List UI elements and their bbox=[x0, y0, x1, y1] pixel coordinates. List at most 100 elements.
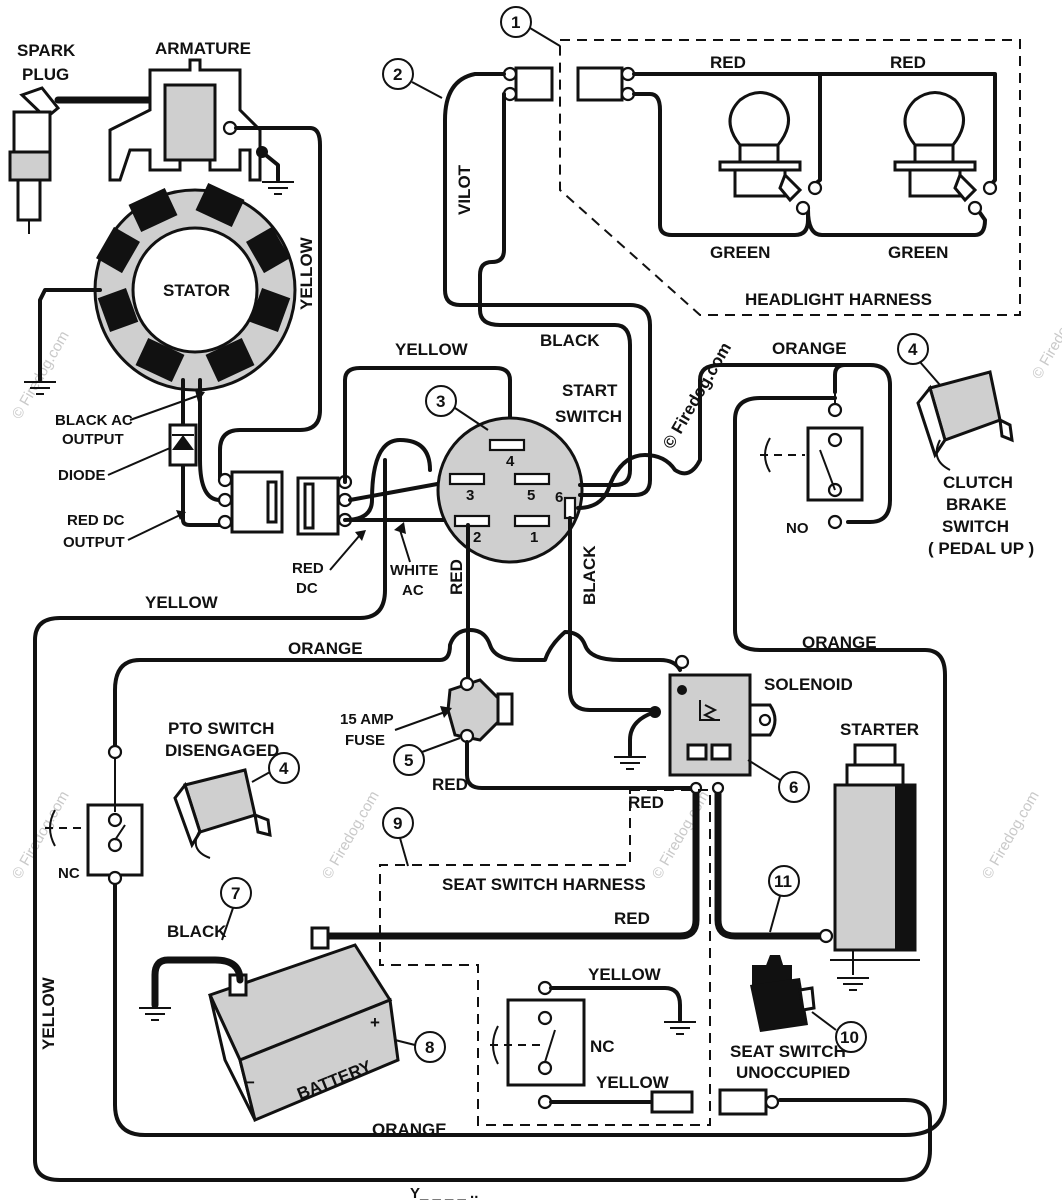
callout-7 bbox=[220, 877, 252, 941]
yellow-stator-label: YELLOW bbox=[297, 236, 316, 310]
black-vertical-label: BLACK bbox=[580, 545, 599, 605]
headlight-harness-boundary bbox=[559, 39, 1021, 316]
seat-unoccupied-label-1: SEAT SWITCH bbox=[730, 1042, 846, 1061]
yellow-seat-label-1: YELLOW bbox=[588, 965, 662, 984]
yellow-switch-wire bbox=[343, 366, 512, 484]
seat-switch bbox=[750, 955, 816, 1032]
black-ac-output-label-1: BLACK AC bbox=[55, 412, 133, 429]
ground-symbol bbox=[139, 1007, 171, 1021]
callout-6-label: 6 bbox=[789, 778, 798, 797]
battery bbox=[207, 943, 400, 1123]
callout-9-label: 9 bbox=[393, 814, 402, 833]
start-switch-label-2: SWITCH bbox=[555, 407, 622, 426]
orange-top-label: ORANGE bbox=[772, 339, 847, 358]
stator-output-wires bbox=[181, 378, 222, 527]
pto-label-1: PTO SWITCH bbox=[168, 719, 274, 738]
nc-seat-label: NC bbox=[590, 1037, 615, 1056]
battery-minus: − bbox=[245, 1073, 255, 1092]
ground-symbol bbox=[614, 756, 646, 770]
clutch-brake-switch bbox=[916, 370, 1014, 471]
orange-mid-label: ORANGE bbox=[288, 639, 363, 658]
headlight-connector bbox=[514, 66, 624, 102]
no-label: NO bbox=[786, 520, 809, 537]
fuse-15amp bbox=[446, 678, 514, 742]
orange-bottom-label: ORANGE bbox=[372, 1120, 447, 1139]
headlight-bulb-2 bbox=[893, 91, 978, 203]
start-switch bbox=[436, 416, 584, 564]
headlight-bulb-1 bbox=[718, 91, 803, 203]
watermark-main: © Firedog.com bbox=[659, 339, 735, 452]
callout-10-label: 10 bbox=[840, 1028, 859, 1047]
seat-yellow-ground-wire bbox=[549, 986, 682, 1022]
red-battery-label: RED bbox=[614, 909, 650, 928]
fuse-label-2: FUSE bbox=[345, 732, 385, 749]
watermark-2: © Firedog.com bbox=[319, 788, 383, 882]
yellow-left-label: YELLOW bbox=[145, 593, 219, 612]
callout-7-label: 7 bbox=[231, 884, 240, 903]
callout-11 bbox=[768, 865, 800, 933]
red-dc-output-label-2: OUTPUT bbox=[63, 534, 125, 551]
callout-4b-label: 4 bbox=[279, 759, 289, 778]
callout-2 bbox=[382, 58, 443, 99]
yellow-main-loop bbox=[33, 458, 932, 1182]
callout-10 bbox=[811, 1011, 867, 1053]
vilot-wire bbox=[443, 72, 652, 497]
callout-9 bbox=[382, 807, 414, 867]
callout-2-label: 2 bbox=[393, 65, 402, 84]
callout-4b bbox=[251, 752, 300, 784]
pto-label-2: DISENGAGED bbox=[165, 741, 279, 760]
switch-terminal-2: 2 bbox=[473, 529, 481, 546]
battery-plus: + bbox=[370, 1013, 380, 1032]
ground-symbol bbox=[24, 381, 56, 395]
black-battery-label: BLACK bbox=[167, 922, 227, 941]
clutch-label-2: BRAKE bbox=[946, 495, 1006, 514]
callout-4a bbox=[897, 333, 941, 386]
seat-harness-label: SEAT SWITCH HARNESS bbox=[442, 875, 646, 894]
callout-1-label: 1 bbox=[511, 13, 520, 32]
diode-label: DIODE bbox=[58, 467, 106, 484]
black-solenoid-wire bbox=[568, 516, 652, 712]
starter-motor bbox=[830, 743, 920, 961]
orange-top-wire bbox=[576, 363, 892, 524]
pto-switch bbox=[173, 768, 272, 859]
red-head-label-2: RED bbox=[890, 53, 926, 72]
black-top-wire bbox=[478, 92, 632, 487]
green-label-2: GREEN bbox=[888, 243, 948, 262]
callout-8 bbox=[394, 1031, 446, 1063]
battery-red-cable bbox=[321, 786, 700, 940]
armature bbox=[108, 58, 262, 182]
ground-symbol bbox=[262, 181, 294, 195]
red-vertical-label: RED bbox=[447, 559, 466, 595]
callout-5 bbox=[393, 737, 461, 776]
black-ac-output-label-2: OUTPUT bbox=[62, 431, 124, 448]
watermark-6: © Firedog.com bbox=[1029, 288, 1062, 382]
red-dc-label-1: RED bbox=[292, 560, 324, 577]
callout-6 bbox=[747, 759, 810, 803]
callout-4a-label: 4 bbox=[908, 340, 918, 359]
clutch-label-1: CLUTCH bbox=[943, 473, 1013, 492]
switch-terminal-5: 5 bbox=[527, 487, 535, 504]
red-dc-label-2: DC bbox=[296, 580, 318, 597]
switch-terminal-4: 4 bbox=[506, 453, 515, 470]
orange-right-wire bbox=[113, 396, 947, 1137]
spark-plug-label-2: PLUG bbox=[22, 65, 69, 84]
ground-symbol bbox=[837, 977, 869, 991]
red-head-label-1: RED bbox=[710, 53, 746, 72]
switch-terminal-1: 1 bbox=[530, 529, 538, 546]
battery-black-cable bbox=[151, 956, 244, 1009]
orange-right-label: ORANGE bbox=[802, 633, 877, 652]
red-fuse-wire bbox=[465, 740, 692, 790]
spark-plug bbox=[8, 86, 61, 234]
nc-left-label: NC bbox=[58, 865, 80, 882]
headlight-harness-label: HEADLIGHT HARNESS bbox=[745, 290, 932, 309]
green-label-1: GREEN bbox=[710, 243, 770, 262]
fuse-label-1: 15 AMP bbox=[340, 711, 394, 728]
switch-terminal-6: 6 bbox=[555, 489, 563, 506]
callout-1 bbox=[500, 6, 561, 47]
black-top-label: BLACK bbox=[540, 331, 600, 350]
yellow-vertical-label: YELLOW bbox=[39, 976, 58, 1050]
solenoid-label: SOLENOID bbox=[764, 675, 853, 694]
watermark-4: © Firedog.com bbox=[979, 788, 1043, 882]
armature-label: ARMATURE bbox=[155, 39, 251, 58]
